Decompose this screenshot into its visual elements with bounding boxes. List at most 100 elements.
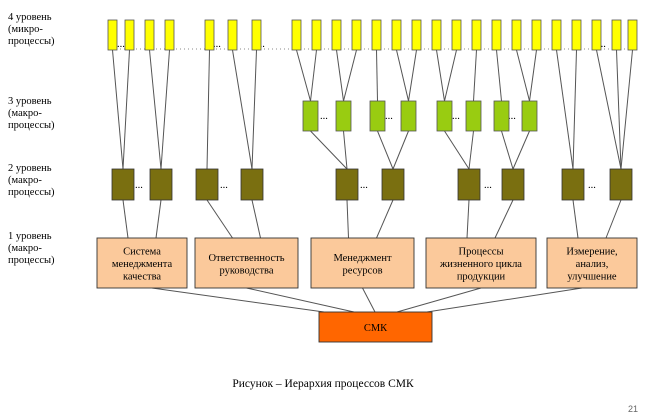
micro-process-box bbox=[144, 19, 155, 51]
connector-line bbox=[246, 287, 355, 313]
level1-process-box bbox=[425, 237, 537, 289]
micro-process-box bbox=[511, 19, 522, 51]
connector-line bbox=[468, 130, 474, 170]
level3-process-box bbox=[436, 100, 453, 132]
level2-process-box bbox=[561, 168, 585, 201]
connector-line bbox=[596, 49, 622, 170]
connector-line bbox=[232, 49, 253, 170]
ellipsis-dots: ... bbox=[598, 39, 606, 50]
connector-line bbox=[155, 199, 162, 239]
connector-line bbox=[473, 49, 477, 102]
micro-process-box bbox=[331, 19, 342, 51]
connector-line bbox=[512, 130, 530, 170]
process-label: Процессы bbox=[459, 247, 504, 258]
connector-line bbox=[122, 199, 129, 239]
micro-process-box bbox=[611, 19, 622, 51]
connector-line bbox=[616, 49, 622, 170]
connector-line bbox=[496, 49, 502, 102]
level2-process-box bbox=[335, 168, 359, 201]
connector-line bbox=[362, 287, 376, 313]
micro-process-box bbox=[571, 19, 582, 51]
process-label: качества bbox=[123, 272, 161, 283]
level2-process-box bbox=[240, 168, 264, 201]
level1-process-box bbox=[546, 237, 638, 289]
micro-process-box bbox=[227, 19, 238, 51]
level3-process-box bbox=[521, 100, 538, 132]
connector-line bbox=[206, 49, 210, 170]
ellipsis-dots: ... bbox=[588, 180, 596, 191]
level-label-line: (макро- bbox=[8, 175, 42, 186]
level-label-line: (микро- bbox=[8, 24, 43, 35]
level-2-label: 2 уровень (макро- процессы) bbox=[8, 163, 55, 199]
connector-line bbox=[494, 199, 514, 239]
micro-process-box bbox=[204, 19, 215, 51]
micro-process-box bbox=[491, 19, 502, 51]
micro-process-box bbox=[311, 19, 322, 51]
connector-line bbox=[160, 49, 170, 170]
connector-line bbox=[151, 287, 325, 313]
connector-line bbox=[346, 199, 349, 239]
micro-process-box bbox=[351, 19, 362, 51]
ellipsis-dots: ... bbox=[360, 180, 368, 191]
level1-process-box bbox=[96, 237, 188, 289]
connector-line bbox=[122, 49, 130, 170]
level-label-line: 3 уровень bbox=[8, 96, 52, 107]
root-qms-label: СМК bbox=[364, 323, 388, 334]
process-label: ресурсов bbox=[342, 265, 382, 276]
level-label-line: процессы) bbox=[8, 255, 55, 266]
level1-process-box bbox=[194, 237, 299, 289]
level3-process-box bbox=[369, 100, 386, 132]
process-label: анализ, bbox=[576, 259, 609, 270]
micro-process-box bbox=[411, 19, 422, 51]
level-label-line: 1 уровень bbox=[8, 231, 52, 242]
connector-line bbox=[396, 49, 409, 102]
micro-process-box bbox=[164, 19, 175, 51]
connector-line bbox=[620, 49, 633, 170]
level3-process-box bbox=[400, 100, 417, 132]
micro-process-box bbox=[551, 19, 562, 51]
level3-process-box bbox=[465, 100, 482, 132]
micro-process-box bbox=[124, 19, 135, 51]
level2-process-box bbox=[609, 168, 633, 201]
level-label-line: 2 уровень bbox=[8, 163, 52, 174]
connector-line bbox=[392, 130, 409, 170]
level-label-line: процессы) bbox=[8, 120, 55, 131]
connector-line bbox=[251, 49, 257, 170]
connector-line bbox=[336, 49, 344, 102]
process-label: продукции bbox=[457, 272, 506, 283]
ellipsis-dots: ... bbox=[220, 180, 228, 191]
micro-process-box bbox=[531, 19, 542, 51]
level2-process-box bbox=[195, 168, 219, 201]
level3-process-box bbox=[302, 100, 319, 132]
level1-process-box bbox=[310, 237, 415, 289]
level2-process-box bbox=[149, 168, 173, 201]
level-label-line: (макро- bbox=[8, 108, 42, 119]
ellipsis-dots: ... bbox=[117, 39, 125, 50]
micro-process-box bbox=[107, 19, 118, 51]
process-label: менеджмента bbox=[112, 259, 173, 270]
level-label-line: процессы) bbox=[8, 187, 55, 198]
micro-process-box bbox=[471, 19, 482, 51]
connector-line bbox=[466, 199, 470, 239]
micro-process-box bbox=[391, 19, 402, 51]
micro-process-box bbox=[251, 19, 262, 51]
connector-line bbox=[444, 130, 470, 170]
level2-process-box bbox=[457, 168, 481, 201]
level2-process-box bbox=[381, 168, 405, 201]
connector-line bbox=[501, 130, 514, 170]
ellipsis-dots: ... bbox=[213, 39, 221, 50]
ellipsis-dots: ... bbox=[320, 111, 328, 122]
connector-line bbox=[296, 49, 311, 102]
ellipsis-dots: ... bbox=[508, 111, 516, 122]
level2-process-box bbox=[501, 168, 525, 201]
micro-process-box bbox=[591, 19, 602, 51]
process-label: Ответственность bbox=[208, 253, 284, 264]
process-label: Менеджмент bbox=[333, 253, 392, 264]
ellipsis-dots: ... bbox=[452, 111, 460, 122]
micro-process-box bbox=[371, 19, 382, 51]
micro-process-box bbox=[431, 19, 442, 51]
ellipsis-dots: ... bbox=[135, 180, 143, 191]
ellipsis-dots: ... bbox=[385, 111, 393, 122]
connector-line bbox=[343, 130, 348, 170]
connector-line bbox=[112, 49, 124, 170]
